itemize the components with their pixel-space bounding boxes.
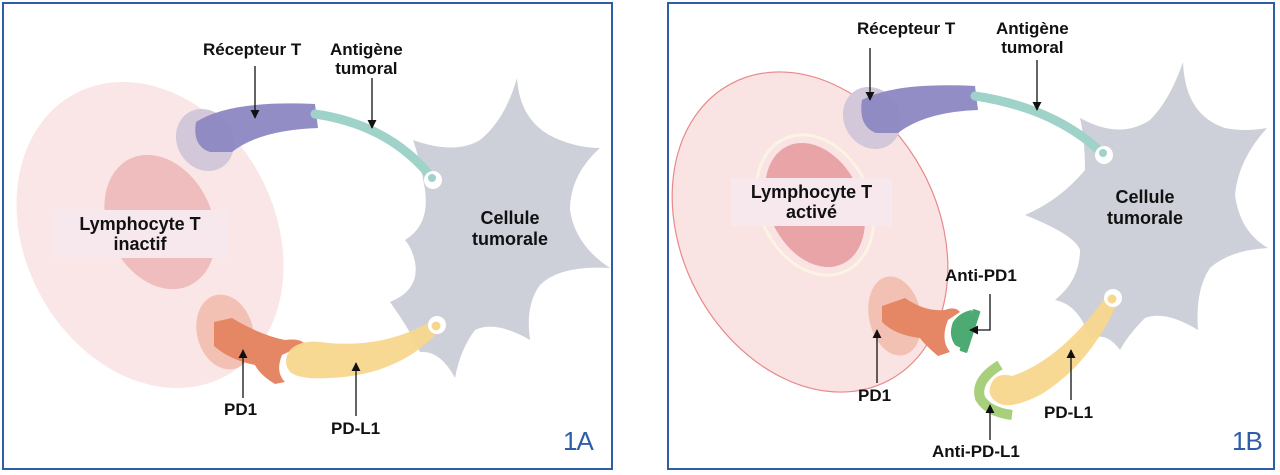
antigen-tip-b — [1099, 149, 1107, 157]
pd1-receptor-a — [214, 318, 305, 384]
pd1-label-a: PD1 — [224, 400, 258, 419]
pd1-label-b: PD1 — [858, 386, 892, 405]
panel-1b-graphics — [671, 48, 1268, 440]
tumor-label-b: Cellule tumorale — [1090, 187, 1200, 229]
lymphocyte-label-b: Lymphocyte T activé — [731, 178, 892, 226]
antigen-label-a-line2: tumoral — [335, 59, 398, 78]
antigen-a — [310, 109, 437, 183]
antigen-label-a: Antigène tumoral — [330, 40, 403, 78]
anti-pdl1-label: Anti-PD-L1 — [932, 442, 1020, 461]
pdl1-label-a: PD-L1 — [331, 419, 381, 438]
anti-pd1-label: Anti-PD1 — [945, 266, 1017, 285]
tumor-label-a: Cellule tumorale — [450, 208, 570, 250]
tumor-label-b-line1: Cellule — [1115, 187, 1175, 207]
antigen-label-b-line2: tumoral — [1001, 38, 1064, 57]
lymphocyte-label-b-line2: activé — [785, 202, 838, 222]
lymphocyte-label-a-line1: Lymphocyte T — [79, 214, 201, 234]
panel-tag-1b: 1B — [1232, 426, 1263, 456]
antigen-tip-a — [428, 174, 436, 182]
tcr-receptor-a — [195, 103, 318, 152]
pdl1-tip-a — [431, 321, 441, 331]
lymphocyte-label-a-line2: inactif — [113, 234, 167, 254]
receptor-label-a: Récepteur T — [203, 40, 302, 59]
lymphocyte-label-a: Lymphocyte T inactif — [53, 210, 227, 258]
tumor-label-a-line2: tumorale — [471, 229, 549, 249]
pdl1-ligand-a — [286, 322, 440, 379]
pdl1-label-b: PD-L1 — [1044, 403, 1094, 422]
receptor-label-b: Récepteur T — [857, 19, 956, 38]
antigen-label-b: Antigène tumoral — [996, 19, 1069, 57]
pdl1-tip-b — [1107, 294, 1117, 304]
antigen-label-a-line1: Antigène — [330, 40, 403, 59]
lymphocyte-label-b-line1: Lymphocyte T — [750, 182, 873, 202]
tcr-receptor-b — [861, 85, 978, 133]
tumor-cell-a — [390, 78, 610, 378]
antigen-b — [970, 91, 1107, 158]
antigen-label-b-line1: Antigène — [996, 19, 1069, 38]
pdl1-ligand-b — [989, 298, 1118, 406]
tumor-label-b-line2: tumorale — [1106, 208, 1184, 228]
pd1-receptor-b — [882, 298, 960, 356]
anti-pdl1-antibody — [974, 360, 1013, 420]
tumor-label-a-line1: Cellule — [480, 208, 540, 228]
panel-tag-1a: 1A — [563, 426, 594, 456]
